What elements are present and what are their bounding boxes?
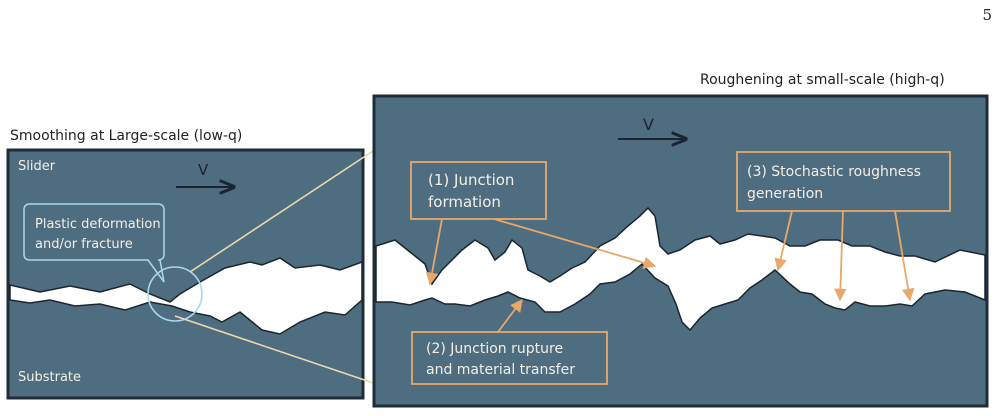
left-velocity-label: V (198, 161, 209, 179)
junction-rupture-line2: and material transfer (426, 362, 575, 378)
zoom-circle (147, 266, 203, 322)
stochastic-roughness-line2: generation (747, 186, 823, 202)
right-contact-gap (375, 206, 986, 332)
junction-rupture-line1: (2) Junction rupture (426, 341, 563, 357)
left-contact-gap (9, 257, 363, 335)
page-number: 5 (982, 6, 992, 24)
right-panel-title: Roughening at small-scale (high-q) (700, 72, 945, 88)
zoom-line-lower (174, 315, 401, 393)
junction-rupture-arrow (497, 298, 523, 333)
right-panel: V (1) Junction formation (2) Junction ru… (372, 94, 989, 408)
slider-label: Slider (18, 159, 56, 174)
right-velocity-label: V (643, 115, 654, 134)
junction-formation-arrow-1 (425, 218, 443, 286)
stochastic-roughness-box (736, 151, 951, 212)
stochastic-roughness-arrow-1 (774, 210, 793, 272)
left-panel: Slider Substrate V Plastic deformation a… (6, 148, 365, 400)
stochastic-roughness-arrow-2 (834, 210, 847, 302)
stochastic-roughness-arrow-3 (894, 210, 915, 302)
junction-formation-line1: (1) Junction (428, 171, 514, 189)
stochastic-roughness-line1: (3) Stochastic roughness (747, 164, 921, 180)
junction-formation-line2: formation (428, 193, 501, 211)
callout-text-line1: Plastic deformation (35, 217, 161, 232)
callout-text-line2: and/or fracture (35, 237, 133, 252)
left-panel-title: Smoothing at Large-scale (low-q) (10, 128, 242, 144)
junction-formation-arrow-2 (493, 218, 657, 269)
junction-formation-box (410, 161, 547, 220)
junction-rupture-box (411, 331, 608, 385)
callout-bubble (23, 203, 165, 283)
substrate-label: Substrate (18, 370, 81, 385)
